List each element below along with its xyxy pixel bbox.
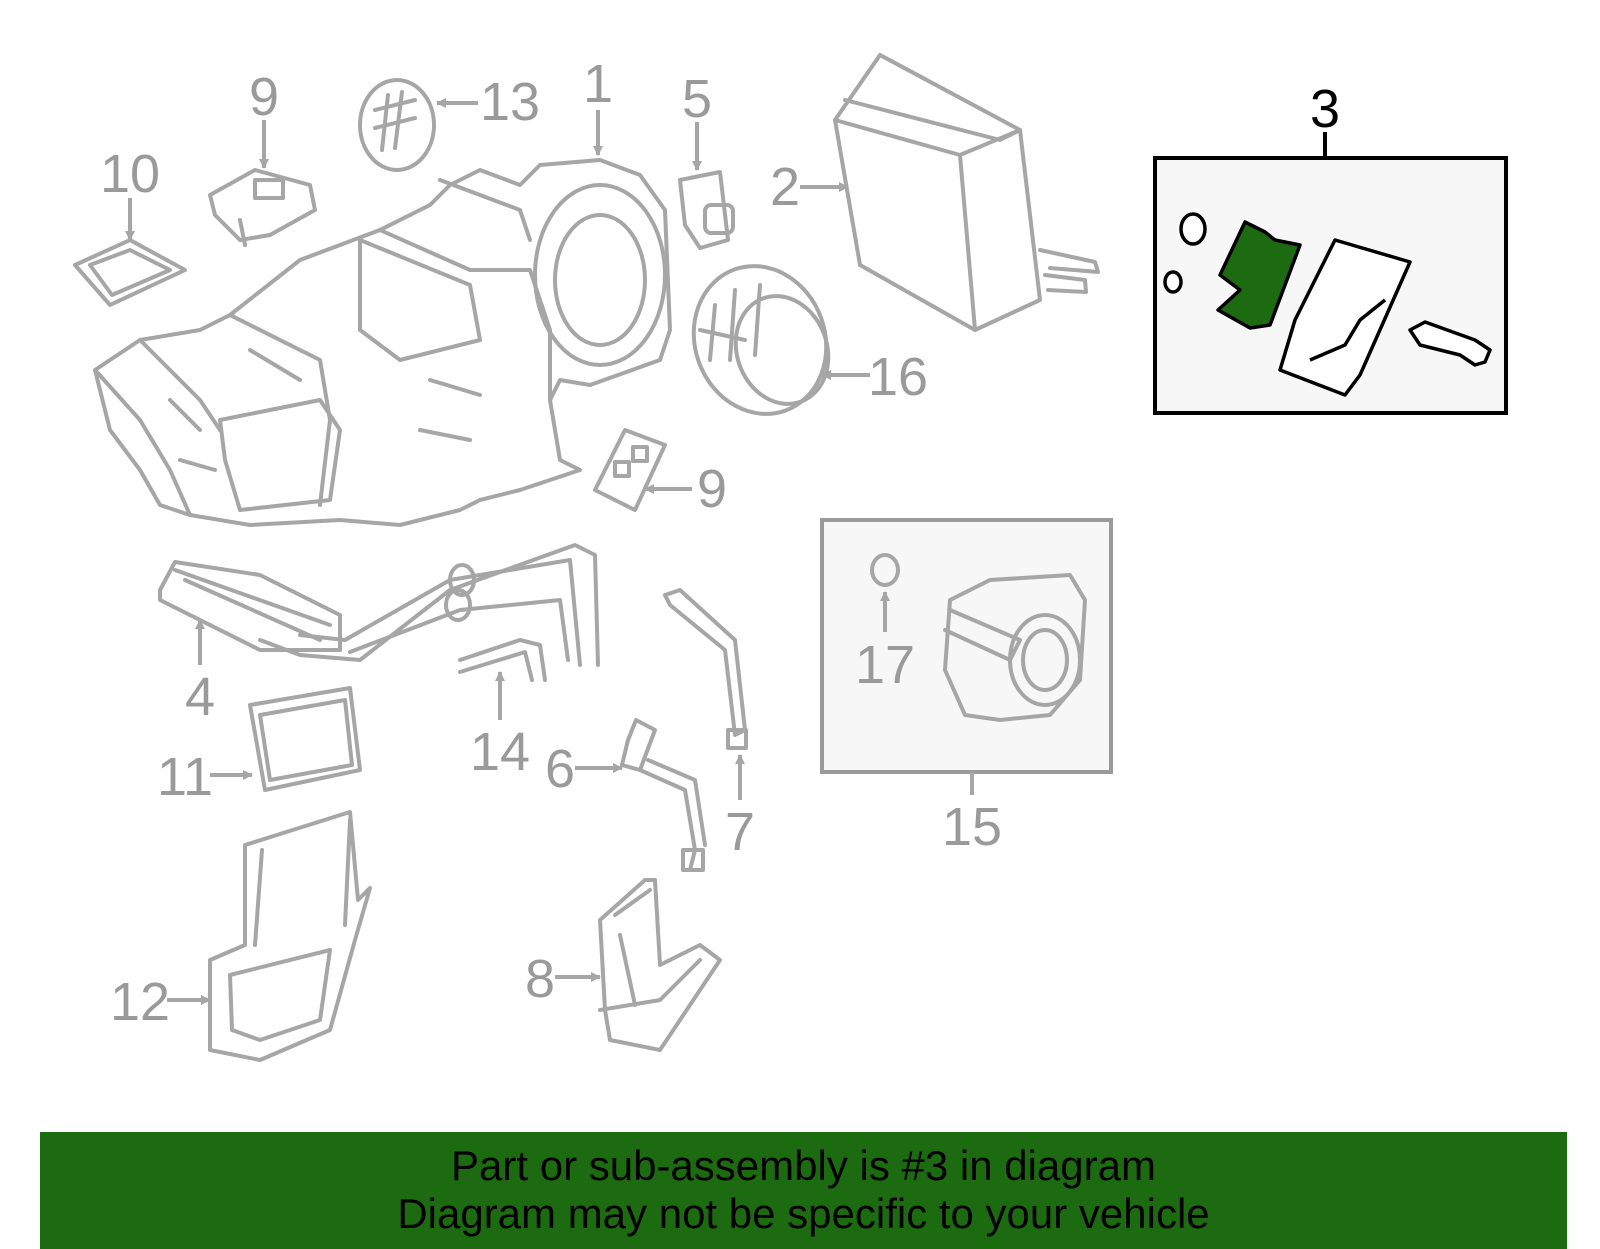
callout-1: 1 [583, 54, 613, 114]
part-16-blower-wheel[interactable] [673, 247, 846, 432]
part-9a-actuator[interactable] [208, 168, 317, 247]
banner-line-2: Diagram may not be specific to your vehi… [397, 1190, 1210, 1237]
part-1-hvac-housing[interactable] [93, 158, 672, 527]
callout-6: 6 [545, 739, 575, 799]
callout-16: 16 [868, 347, 928, 407]
callout-17: 17 [855, 635, 915, 695]
callout-10: 10 [100, 144, 160, 204]
part-6-sensor-wire[interactable] [620, 718, 707, 872]
part-9b-actuator[interactable] [593, 428, 667, 512]
callout-11: 11 [157, 747, 213, 807]
part-14-hose[interactable] [458, 638, 547, 682]
part-3-box[interactable] [1153, 156, 1508, 415]
part-3-o-ring-small [1163, 270, 1183, 294]
callout-3: 3 [1310, 79, 1340, 139]
callout-14: 14 [470, 722, 530, 782]
leader-lines [125, 98, 1327, 1005]
callout-labels: 1 2 3 4 5 6 7 8 9 9 10 11 12 13 14 15 16… [100, 54, 1340, 1032]
part-3-screw [1408, 320, 1492, 367]
callout-7: 7 [725, 802, 755, 862]
part-15-blower-motor [943, 573, 1087, 722]
callout-8: 8 [525, 949, 555, 1009]
callout-13: 13 [480, 72, 540, 132]
part-15-blower-box[interactable] [820, 518, 1113, 774]
part-3-o-ring-large [1179, 212, 1207, 246]
part-13-seal[interactable] [358, 78, 436, 172]
part-12-duct[interactable] [208, 810, 372, 1062]
part-5-sensor[interactable] [678, 170, 735, 250]
callout-15: 15 [942, 797, 1002, 857]
part-4-heater-core[interactable] [158, 543, 600, 667]
callout-9-middle: 9 [697, 459, 727, 519]
callout-9-top: 9 [249, 67, 279, 127]
callout-4: 4 [185, 667, 215, 727]
callout-5: 5 [682, 69, 712, 129]
part-8-duct[interactable] [598, 878, 722, 1052]
callout-2: 2 [770, 157, 800, 217]
part-17-o-ring[interactable] [870, 553, 900, 587]
part-3-housing [1278, 238, 1412, 397]
part-10-gasket[interactable] [73, 238, 187, 307]
info-banner: Part or sub-assembly is #3 in diagram Di… [40, 1132, 1567, 1249]
part-7-tube[interactable] [663, 588, 748, 750]
part-2-evaporator[interactable] [833, 53, 1100, 332]
part-11-filter[interactable] [248, 686, 362, 792]
callout-12: 12 [110, 972, 170, 1032]
banner-line-1: Part or sub-assembly is #3 in diagram [451, 1142, 1156, 1189]
part-3-highlighted-component[interactable] [1216, 220, 1302, 330]
